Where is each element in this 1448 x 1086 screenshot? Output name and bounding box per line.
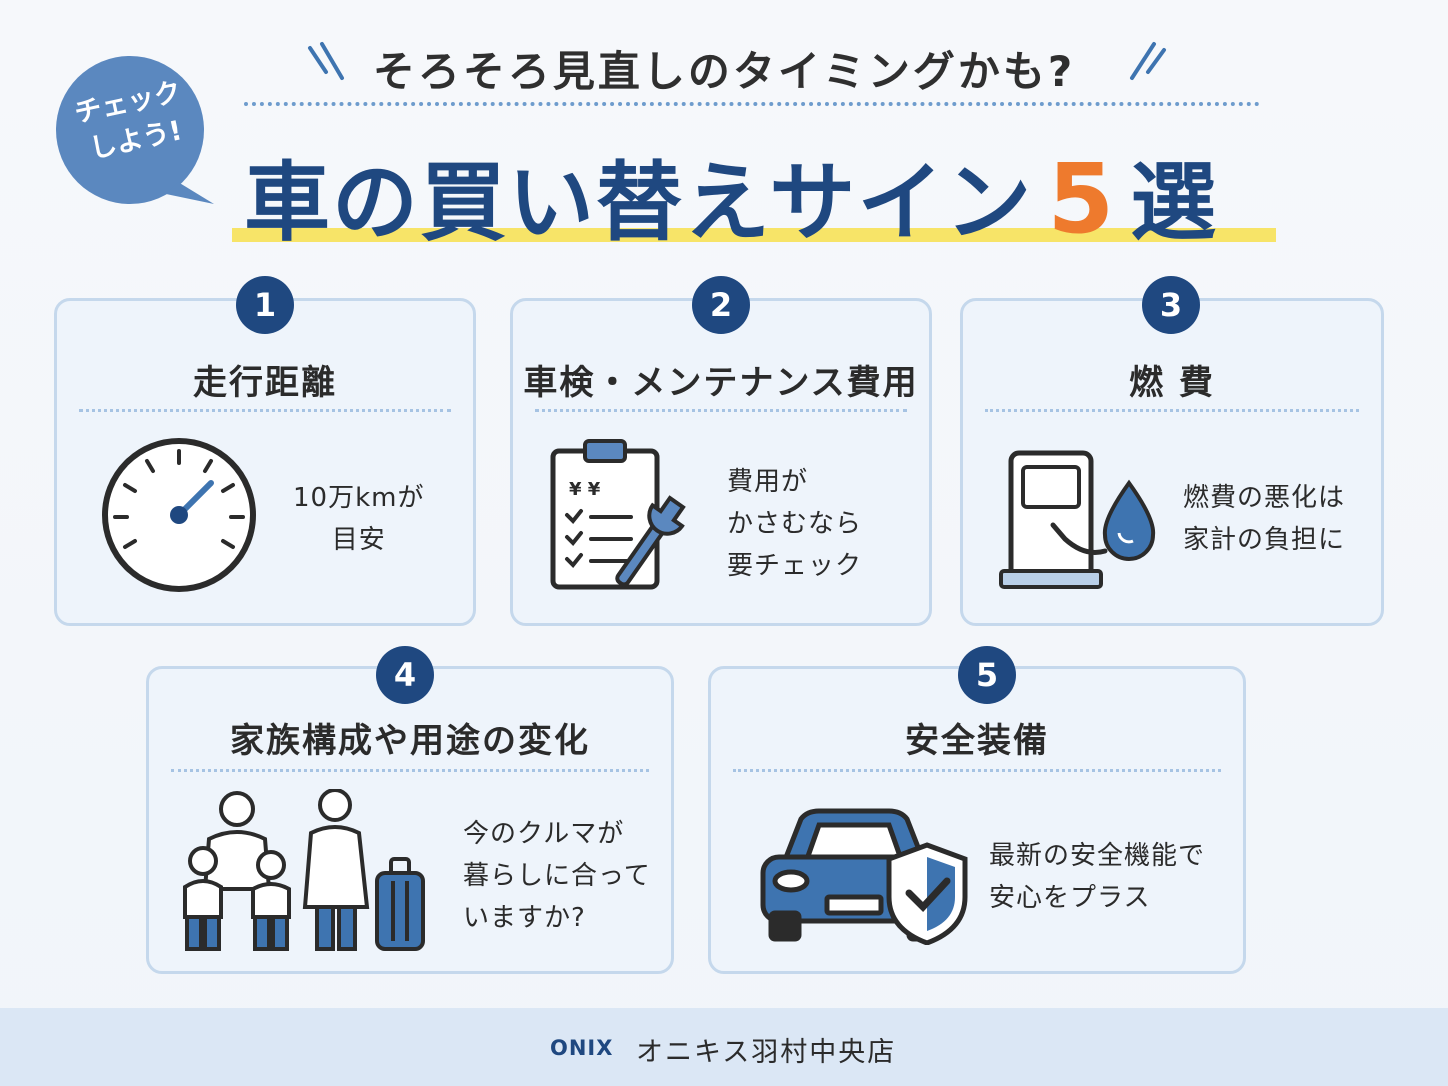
card-text-line: 最新の安全機能で (989, 841, 1206, 871)
title-number: 5 (1047, 143, 1117, 255)
card-text-line: 今のクルマが (463, 819, 625, 849)
title-main: 車の買い替えサイン (244, 153, 1034, 253)
card-title: 車検・メンテナンス費用 (523, 363, 919, 403)
number-badge: 1 (236, 276, 294, 334)
card-title: 安全装備 (905, 721, 1049, 761)
card-text-line: 安心をプラス (989, 883, 1151, 913)
number-badge: 4 (376, 646, 434, 704)
card-text-line: 費用が (727, 467, 809, 497)
card-divider (79, 409, 451, 412)
card-family-change: 家族構成や用途の変化 今のクルマが 暮らしに合って いますか? (146, 666, 674, 974)
card-text-line: 10万kmが (293, 483, 425, 513)
card-description: 費用が かさむなら 要チェック (727, 461, 862, 587)
card-text-line: 目安 (331, 525, 386, 555)
footer (0, 1008, 1448, 1086)
card-divider (535, 409, 907, 412)
card-title: 家族構成や用途の変化 (230, 721, 590, 761)
card-text-line: 要チェック (727, 551, 863, 581)
clipboard-wrench-icon: ¥ ¥ (550, 439, 686, 590)
card-description: 燃費の悪化は 家計の負担に (1183, 477, 1345, 561)
store-name: オニキス羽村中央店 (636, 1037, 897, 1068)
speech-bubble-icon (56, 56, 214, 204)
card-description: 今のクルマが 暮らしに合って いますか? (463, 813, 651, 939)
card-title: 走行距離 (193, 363, 337, 403)
number-badge: 5 (958, 646, 1016, 704)
onix-logo: ONIX (550, 1036, 614, 1060)
card-title: 燃 費 (1129, 363, 1215, 403)
header-divider (244, 102, 1260, 106)
card-safety-equipment: 安全装備 最新の安全機能で 安心をプラス (708, 666, 1246, 974)
number-badge: 3 (1142, 276, 1200, 334)
card-mileage: 走行距離 10万kmが 目安 (54, 298, 476, 626)
card-text-line: いますか? (463, 903, 586, 933)
card-fuel-economy: 燃 費 燃費の悪化は 家計の負担に (960, 298, 1384, 626)
family-luggage-icon (183, 789, 425, 951)
card-maintenance-cost: 車検・メンテナンス費用 ¥ ¥ 費用が かさむなら 要チェック (510, 298, 932, 626)
card-text-line: 燃費の悪化は (1183, 483, 1346, 513)
card-text-line: 家計の負担に (1183, 525, 1346, 555)
title-highlight (232, 228, 1276, 242)
clipboard-yen-text: ¥ ¥ (569, 479, 601, 500)
right-sparkle-icon (1130, 42, 1166, 80)
card-text-line: かさむなら (727, 509, 863, 539)
car-shield-icon (760, 808, 968, 945)
card-description: 最新の安全機能で 安心をプラス (989, 835, 1205, 919)
speedometer-icon (102, 438, 256, 592)
card-divider (733, 769, 1221, 772)
fuel-pump-icon (999, 450, 1156, 589)
card-divider (171, 769, 649, 772)
card-divider (985, 409, 1359, 412)
title-suffix: 選 (1130, 153, 1219, 253)
subtitle: そろそろ見直しのタイミングかも? (372, 47, 1076, 96)
number-badge: 2 (692, 276, 750, 334)
card-text-line: 暮らしに合って (463, 861, 651, 891)
card-description: 10万kmが 目安 (293, 477, 424, 561)
left-sparkle-icon (308, 42, 344, 80)
